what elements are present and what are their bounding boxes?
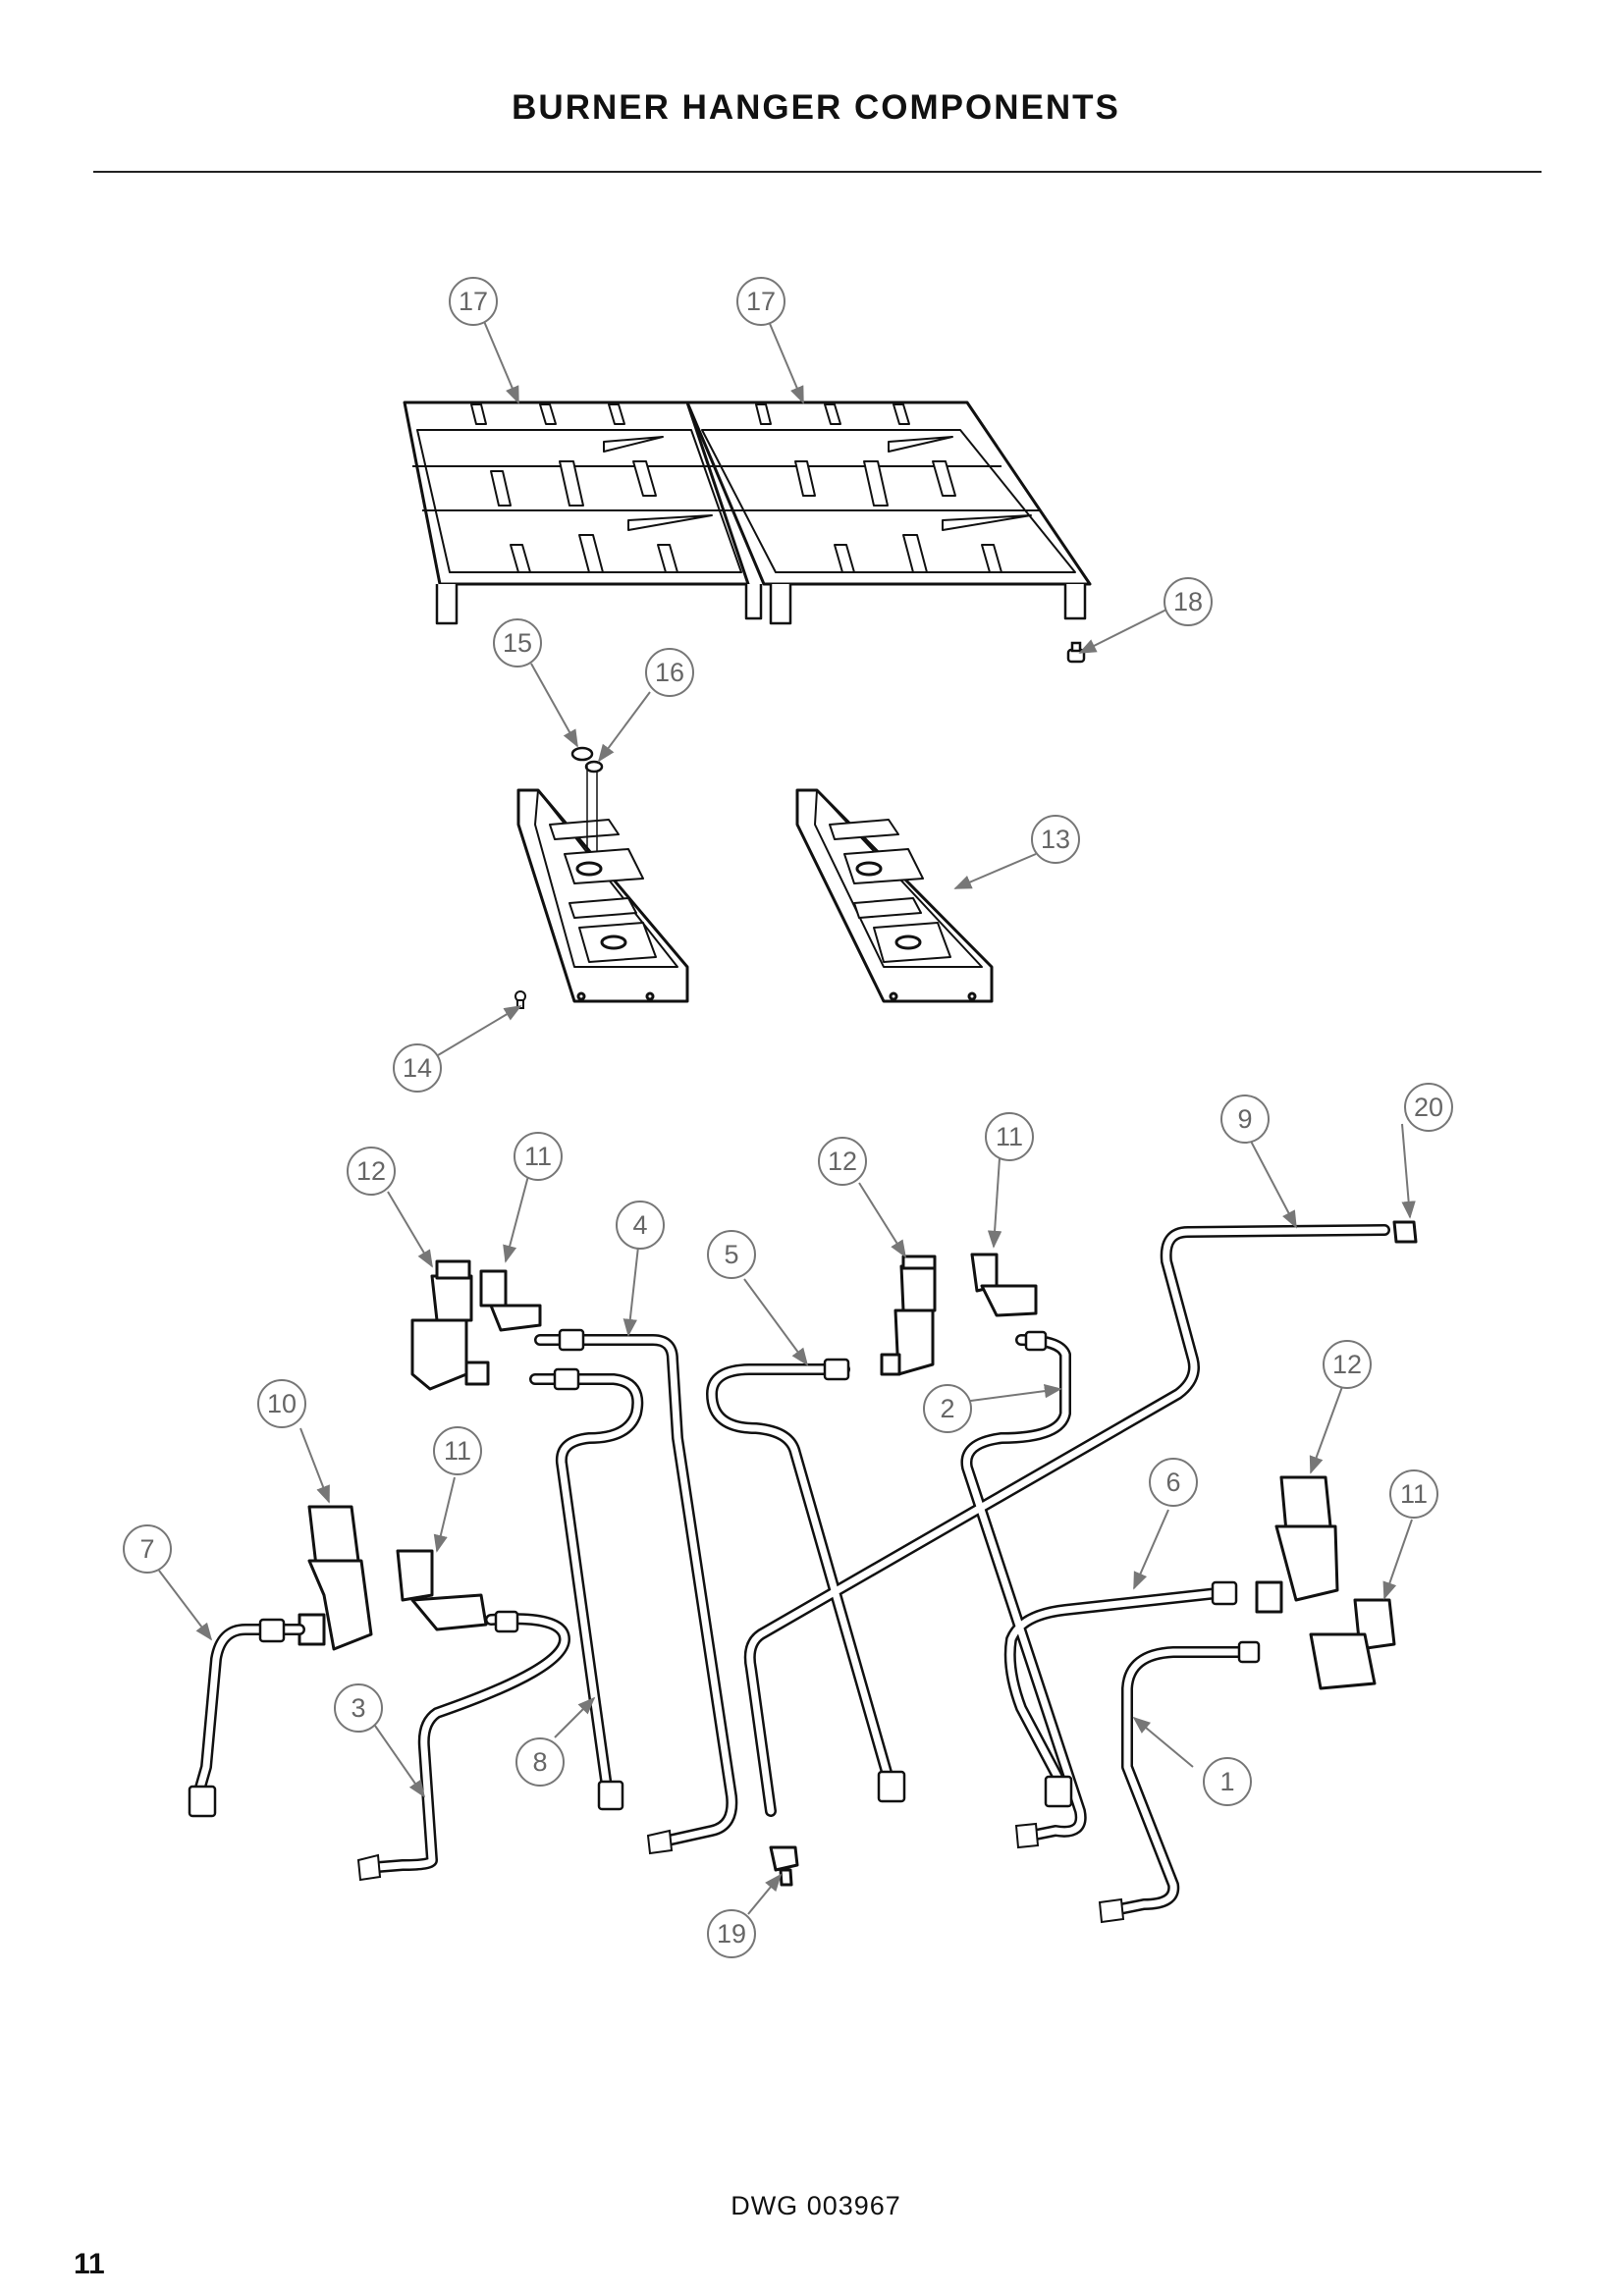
grate-foot-part [1066,641,1086,664]
callout-16: 16 [655,658,684,687]
callout-17-right: 17 [746,287,776,316]
callout-14: 14 [403,1053,432,1083]
callout-11-left: 11 [524,1142,552,1171]
callout-9: 9 [1237,1104,1252,1134]
valve-fittings [298,1220,1418,1887]
tube-nuts [188,1328,1261,1924]
gas-tubes [190,1224,1390,1915]
callout-10: 10 [267,1389,297,1418]
callout-18: 18 [1173,587,1203,616]
drawing-number: DWG 003967 [731,2191,901,2220]
callout-leaders [158,318,1416,1915]
callout-labels: 17 17 18 15 16 13 14 12 11 12 11 9 20 4 … [139,287,1443,1949]
burner-hanger-right [795,788,994,1003]
burner-grate-right [685,400,1092,625]
header-divider [93,171,1542,173]
callout-12-left: 12 [356,1156,386,1186]
callout-7: 7 [139,1534,154,1564]
callout-13: 13 [1041,825,1070,854]
callout-4: 4 [632,1210,647,1240]
burner-hanger-left [516,766,689,1003]
callout-15: 15 [503,628,532,658]
page-number: 11 [74,2248,105,2280]
callout-12-center: 12 [828,1147,857,1176]
callout-11-right: 11 [1400,1479,1428,1509]
screw-part [514,990,526,1009]
page-title: BURNER HANGER COMPONENTS [512,88,1120,127]
burner-grate-left [403,400,763,625]
callout-20: 20 [1414,1093,1443,1122]
callout-19: 19 [717,1919,746,1949]
callout-11-center: 11 [996,1122,1023,1151]
callout-17-left: 17 [459,287,488,316]
callout-1: 1 [1219,1767,1234,1796]
washer-parts [570,746,604,774]
callout-5: 5 [724,1240,738,1269]
callout-11-lower-left: 11 [444,1436,471,1466]
callout-bubbles [123,277,1453,1958]
callout-2: 2 [940,1394,954,1423]
callout-3: 3 [351,1693,365,1723]
callout-8: 8 [532,1747,547,1777]
callout-12-right: 12 [1332,1350,1362,1379]
callout-6: 6 [1165,1468,1180,1497]
gas-tubes-inner [192,1226,1388,1913]
